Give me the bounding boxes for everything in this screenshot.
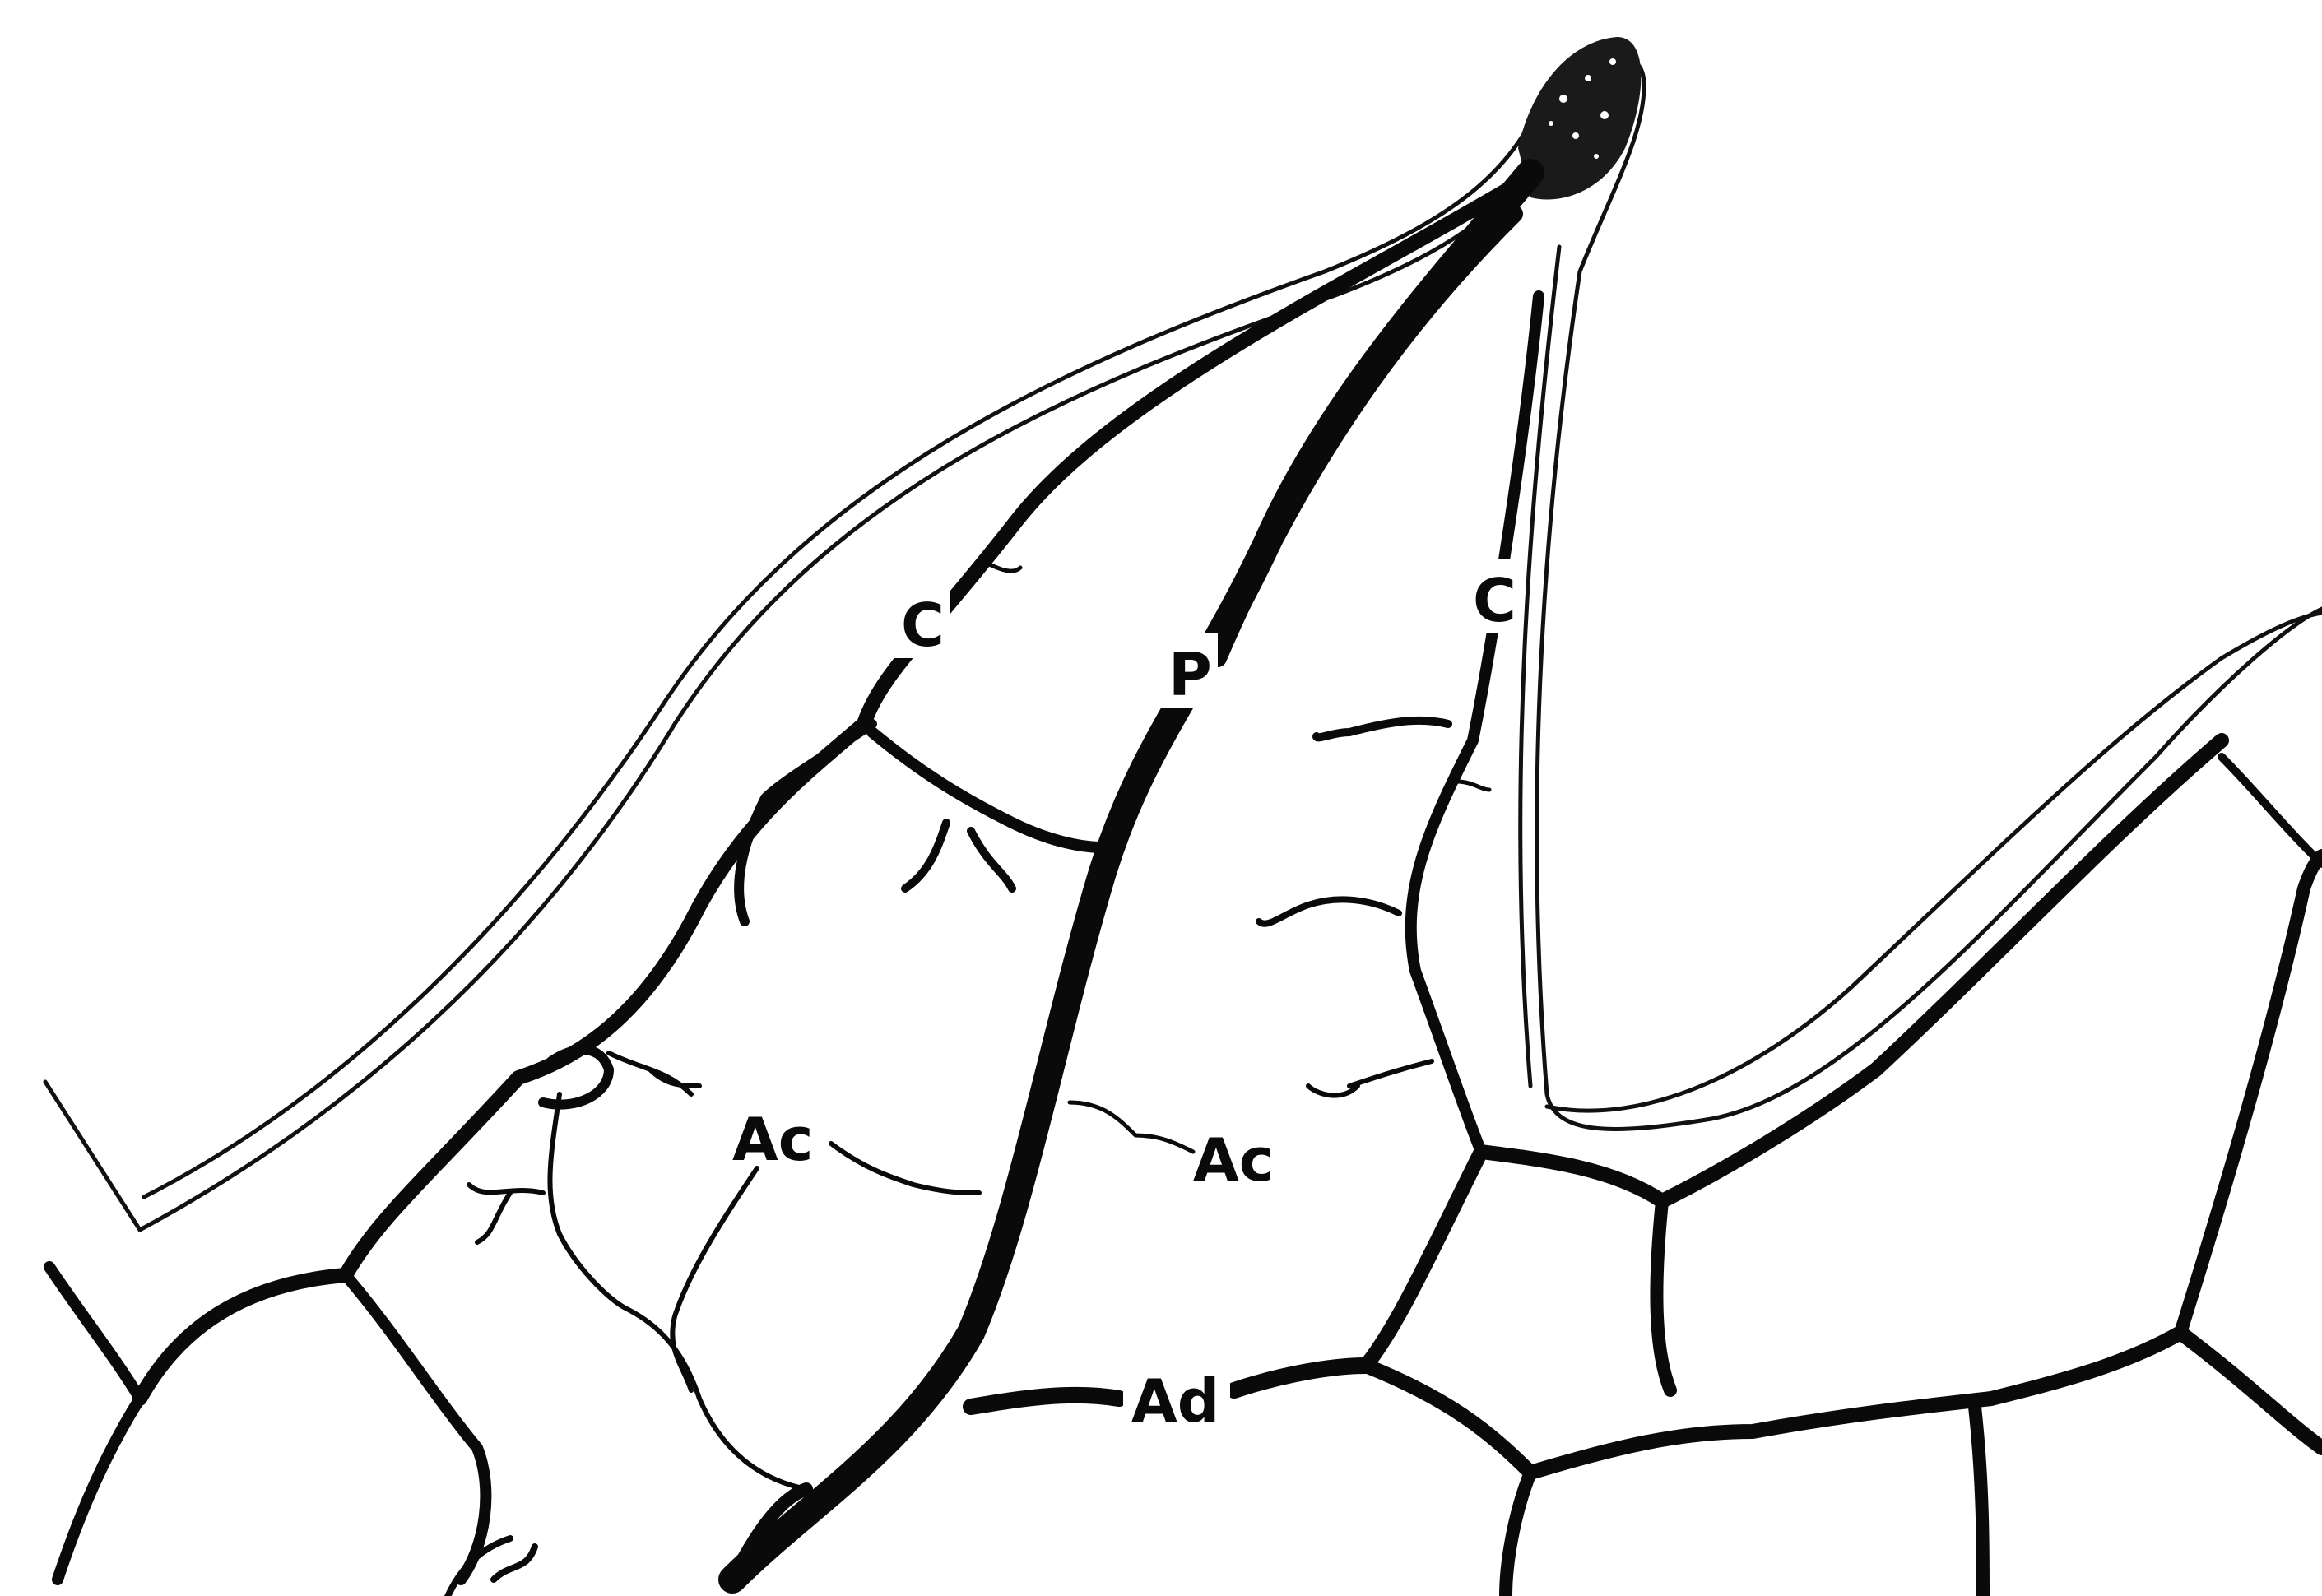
areole-vein [2222, 757, 2322, 864]
cross-vein [739, 724, 872, 921]
areole-vein [2180, 856, 2322, 1333]
left-network [49, 724, 1103, 1580]
areole-vein [1506, 1473, 1530, 1596]
veinlet [1317, 721, 1448, 738]
areole-vein [1366, 1152, 2322, 1473]
veinlet [1456, 782, 1489, 790]
veinlet [672, 1168, 757, 1390]
areole-vein [1656, 1201, 1670, 1390]
veinlet [1259, 899, 1399, 923]
cross-vein [872, 732, 1103, 847]
left-branch-vein [49, 1267, 140, 1580]
tip-speck [1549, 121, 1553, 126]
veinlet [1070, 1102, 1193, 1152]
left-marginal-vein [140, 181, 1522, 1399]
veinlet [831, 1144, 979, 1193]
areole-network [1366, 740, 2322, 1596]
cross-vein [905, 823, 1012, 888]
label-ac-left: Ac [732, 1105, 813, 1174]
areole-vein [1481, 740, 2222, 1201]
label-ac-right: Ac [1193, 1125, 1274, 1195]
label-c-right: C [1473, 566, 1516, 635]
areolar-veinlets [444, 559, 1489, 1596]
tip-speck [1572, 132, 1579, 139]
label-ad: Ad [1131, 1366, 1219, 1436]
tip-speck [1600, 111, 1609, 119]
tip-speck [1585, 75, 1591, 81]
inner-margin-line [144, 107, 2322, 1197]
areole-vein [1975, 1407, 1983, 1596]
left-branch-vein [346, 1275, 485, 1580]
label-c-left: C [901, 591, 945, 660]
tip-speck [1594, 154, 1599, 159]
label-p: P [1168, 640, 1212, 709]
tip-speck [1609, 58, 1616, 65]
veinlet [1308, 1061, 1432, 1096]
tip-speck [1559, 95, 1567, 103]
veinlet [609, 1053, 699, 1094]
veinlet [444, 1538, 535, 1596]
veinlet [469, 1185, 543, 1242]
